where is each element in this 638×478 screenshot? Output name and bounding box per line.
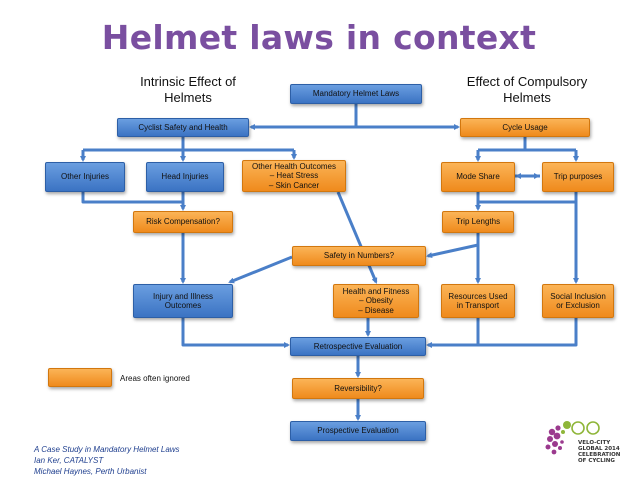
velo-city-logo [545, 421, 600, 455]
box-label: Cyclist Safety and Health [138, 122, 228, 132]
box-other-injuries: Other Injuries [45, 162, 125, 192]
page-title: Helmet laws in context [101, 18, 537, 57]
velo-city-logo-text: VELO-CITY GLOBAL 2014 CELEBRATION OF CYC… [578, 440, 620, 464]
credit-line: Michael Haynes, Perth Urbanist [34, 467, 147, 476]
heading-compulsory: Effect of Compulsory Helmets [466, 74, 588, 105]
box-cyclist-safety: Cyclist Safety and Health [117, 118, 249, 137]
box-label: Head Injuries [161, 172, 209, 182]
box-safety-in-numbers: Safety in Numbers? [292, 246, 426, 266]
legend-label: Areas often ignored [120, 374, 190, 383]
box-label: Mandatory Helmet Laws [312, 89, 400, 99]
box-cycle-usage: Cycle Usage [460, 118, 590, 137]
box-label: Mode Share [456, 172, 500, 182]
box-health-fitness: Health and Fitness – Obesity – Disease [333, 284, 419, 318]
box-mandatory-helmet-laws: Mandatory Helmet Laws [290, 84, 422, 104]
box-label: Cycle Usage [502, 122, 548, 132]
box-resources-used: Resources Used in Transport [441, 284, 515, 318]
box-label: Other Health Outcomes – Heat Stress – Sk… [251, 161, 337, 190]
box-label: Prospective Evaluation [317, 426, 399, 436]
logo-line: CELEBRATION [578, 452, 621, 458]
box-social-inclusion: Social Inclusion or Exclusion [542, 284, 614, 318]
box-label: Risk Compensation? [146, 217, 220, 227]
box-other-health-outcomes: Other Health Outcomes – Heat Stress – Sk… [242, 160, 346, 192]
box-label: Trip Lengths [455, 217, 501, 227]
box-label: Safety in Numbers? [323, 251, 395, 261]
box-head-injuries: Head Injuries [146, 162, 224, 192]
box-label: Social Inclusion or Exclusion [550, 291, 606, 311]
box-trip-lengths: Trip Lengths [442, 211, 514, 233]
box-label: Health and Fitness – Obesity – Disease [342, 286, 410, 315]
box-mode-share: Mode Share [441, 162, 515, 192]
box-label: Retrospective Evaluation [313, 341, 403, 351]
box-prospective-evaluation: Prospective Evaluation [290, 421, 426, 441]
box-label: Reversibility? [334, 383, 382, 393]
credit-line: A Case Study in Mandatory Helmet Laws [34, 445, 180, 454]
heading-intrinsic: Intrinsic Effect of Helmets [140, 74, 236, 105]
logo-line: VELO-CITY [578, 440, 611, 446]
box-risk-compensation: Risk Compensation? [133, 211, 233, 233]
legend-swatch-orange [48, 368, 112, 387]
box-trip-purposes: Trip purposes [542, 162, 614, 192]
box-label: Injury and Illness Outcomes [152, 291, 214, 311]
box-label: Resources Used in Transport [448, 291, 508, 311]
box-injury-illness-outcomes: Injury and Illness Outcomes [133, 284, 233, 318]
box-retrospective-evaluation: Retrospective Evaluation [290, 337, 426, 356]
box-reversibility: Reversibility? [292, 378, 424, 399]
logo-line: GLOBAL 2014 [578, 446, 620, 452]
credits: A Case Study in Mandatory Helmet Laws Ia… [34, 444, 180, 477]
box-label: Trip purposes [553, 172, 603, 182]
credit-line: Ian Ker, CATALYST [34, 456, 104, 465]
box-label: Other Injuries [60, 172, 110, 182]
logo-line: OF CYCLING [578, 458, 615, 464]
